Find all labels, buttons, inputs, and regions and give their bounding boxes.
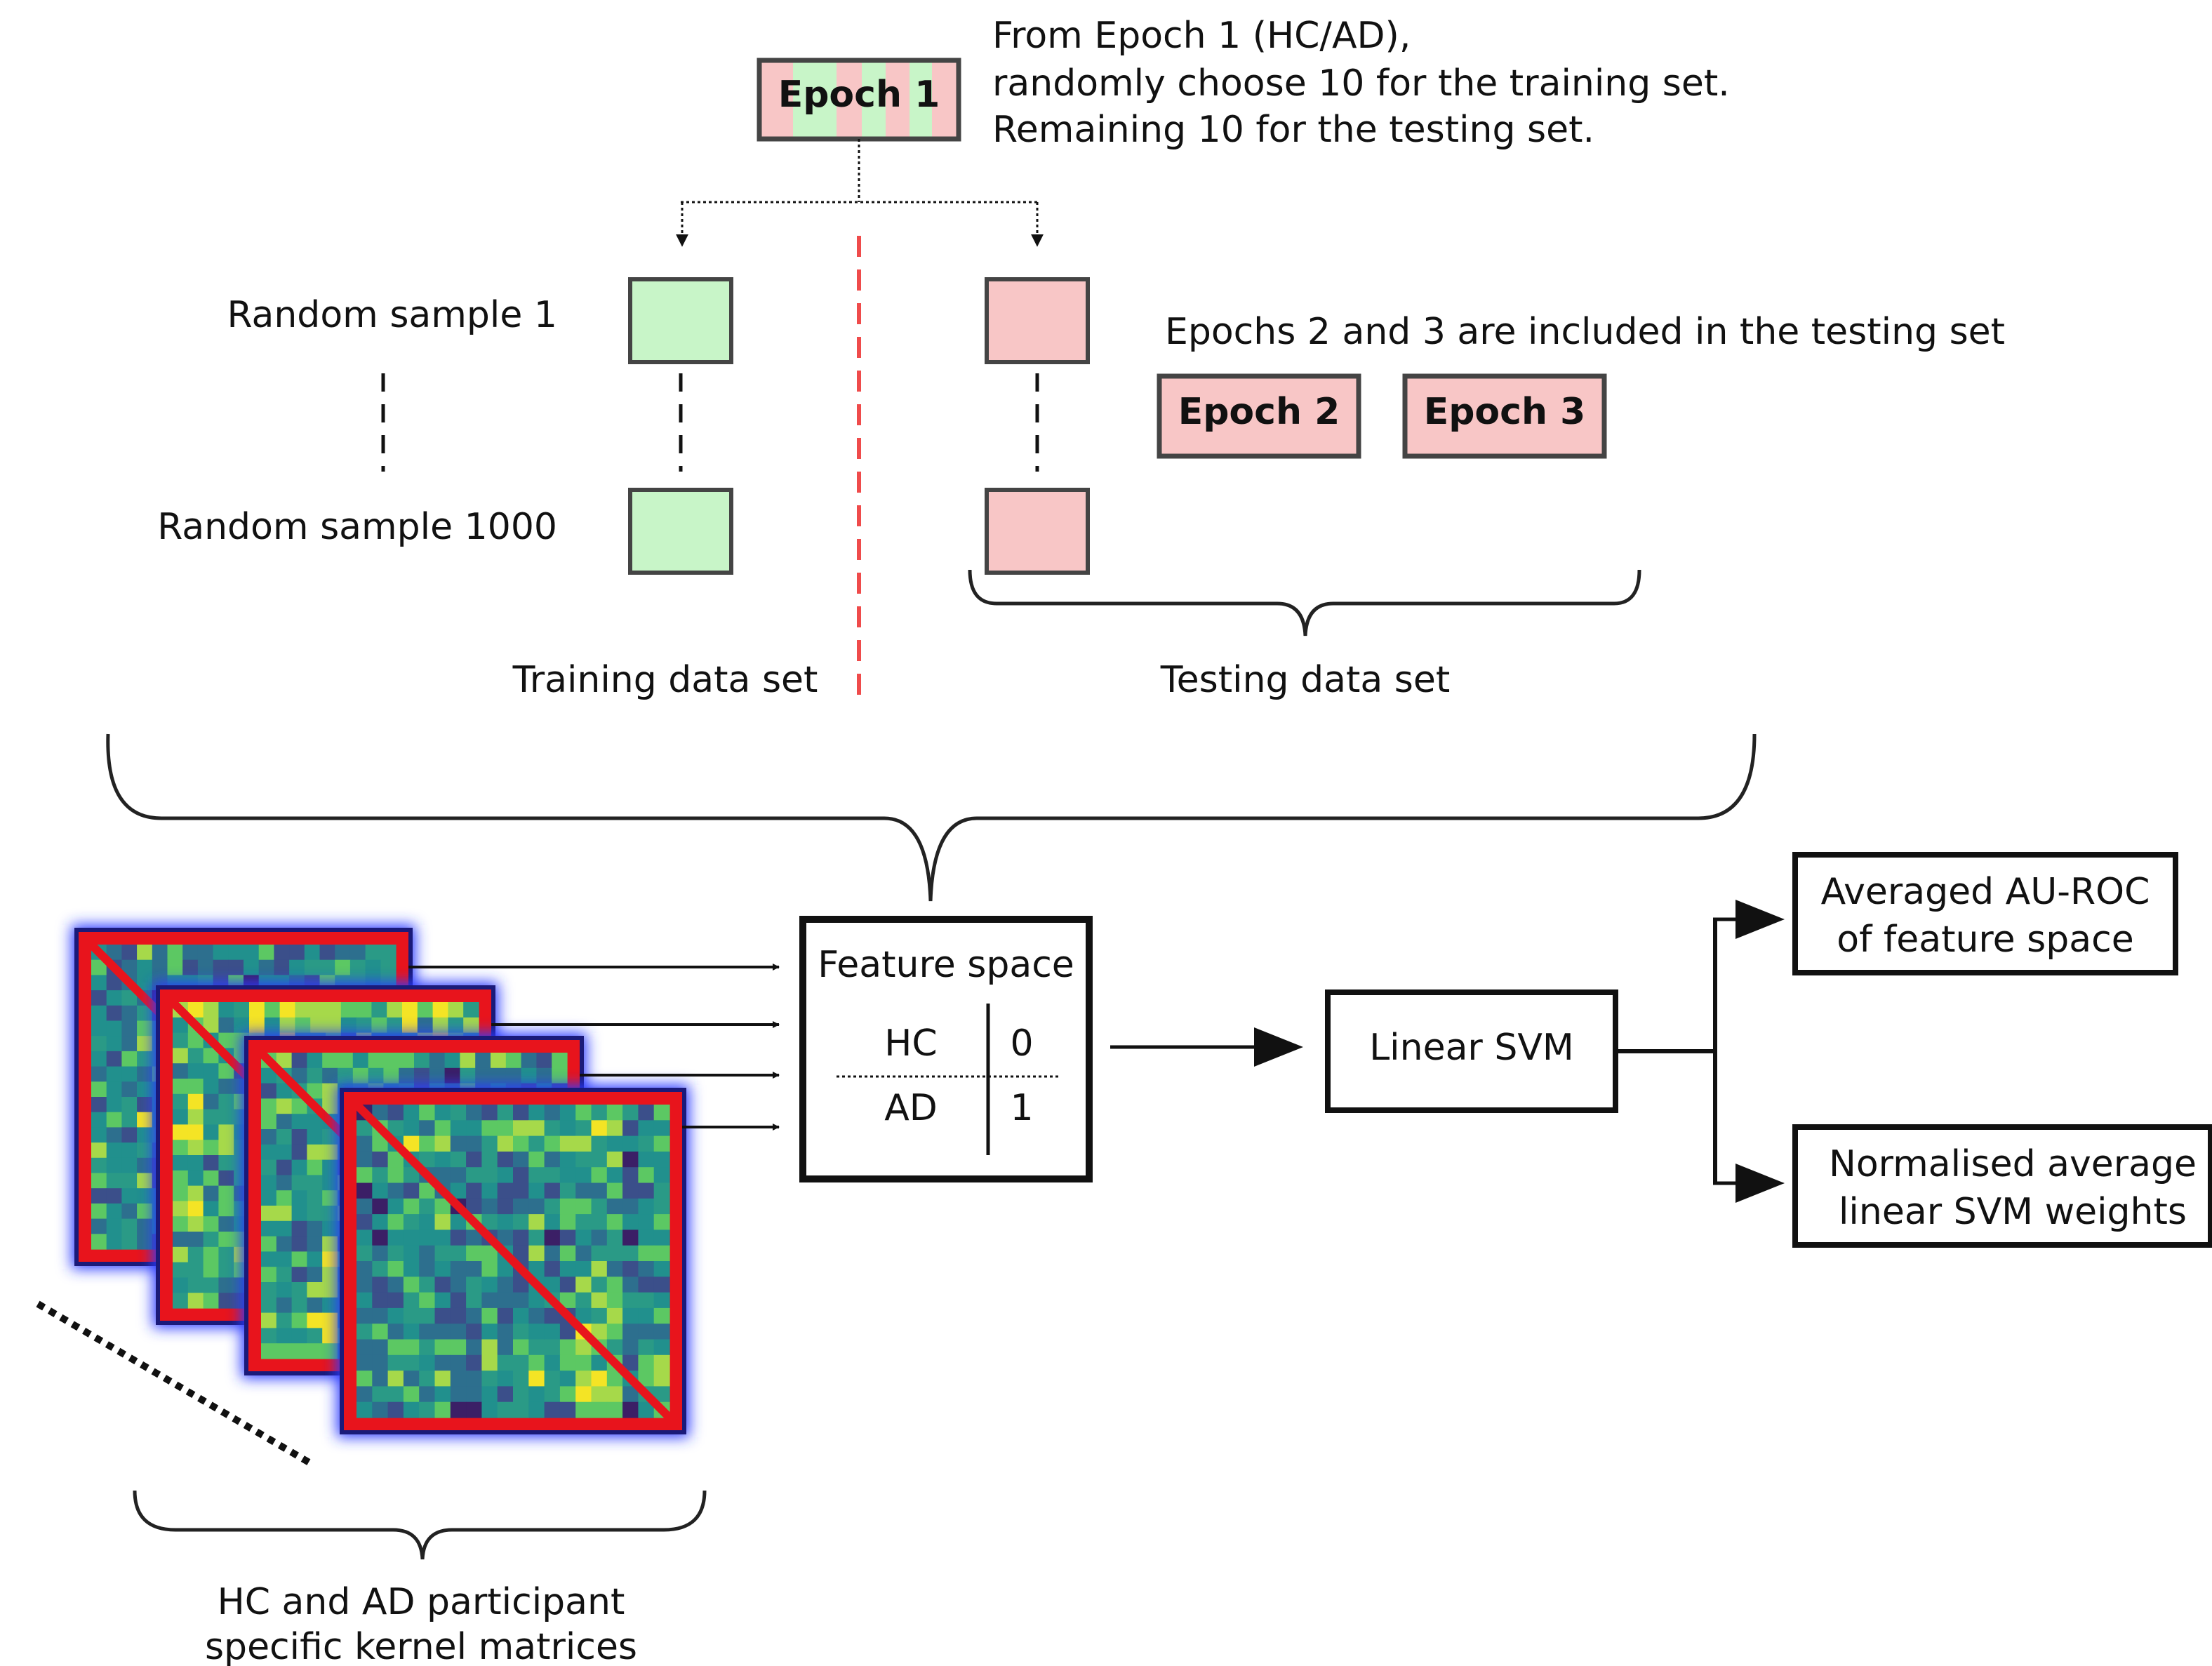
epoch1-note: From Epoch 1 (HC/AD), randomly choose 10…	[992, 15, 1730, 151]
training-box-1	[628, 277, 733, 364]
epoch1-box: Epoch 1	[757, 58, 961, 142]
combined-brace	[106, 733, 1757, 902]
weights-output-box: Normalised average linear SVM weights	[1792, 1124, 2212, 1248]
feature-row-ad-label: AD	[884, 1087, 938, 1129]
weights-line-2: linear SVM weights	[1839, 1191, 2187, 1233]
matrix-arrows	[408, 964, 780, 1131]
feature-space-title: Feature space	[818, 944, 1074, 986]
epoch1-note-line-1: From Epoch 1 (HC/AD),	[992, 15, 1411, 57]
kernel-matrix-stack	[72, 925, 689, 1437]
testing-note: Epochs 2 and 3 are included in the testi…	[1165, 311, 2005, 353]
weights-line-1: Normalised average	[1829, 1143, 2197, 1185]
epoch2-box: Epoch 2	[1157, 373, 1361, 459]
feature-row-hc-value: 0	[1010, 1022, 1033, 1065]
feature-row-ad-value: 1	[1010, 1087, 1033, 1129]
testing-brace	[968, 569, 1641, 637]
auroc-output-box: Averaged AU-ROC of feature space	[1792, 852, 2178, 975]
kernel-matrix-4	[337, 1085, 689, 1437]
training-set-label: Training data set	[512, 659, 818, 701]
feature-space-box: Feature space HC 0 AD 1	[799, 916, 1093, 1182]
feature-row-hc-label: HC	[884, 1022, 937, 1065]
kernels-brace	[133, 1490, 707, 1560]
epoch1-note-line-2: randomly choose 10 for the training set.	[992, 62, 1730, 105]
auroc-line-1: Averaged AU-ROC	[1821, 871, 2150, 913]
linear-svm-label: Linear SVM	[1369, 1027, 1574, 1069]
epoch1-note-line-3: Remaining 10 for the testing set.	[992, 109, 1594, 151]
auroc-line-2: of feature space	[1837, 919, 2133, 961]
testing-box-1	[985, 277, 1090, 364]
random-sample-last-label: Random sample 1000	[157, 506, 557, 548]
epoch2-label: Epoch 2	[1178, 391, 1340, 433]
svm-output-branch	[1615, 900, 1785, 1203]
testing-box-1000	[985, 488, 1090, 575]
kernel-matrix-diagonal	[345, 1093, 681, 1430]
kernels-caption-line-1: HC and AD participant	[218, 1581, 625, 1623]
epoch3-box: Epoch 3	[1402, 373, 1607, 459]
epoch1-label: Epoch 1	[778, 74, 940, 116]
kernels-caption-line-2: specific kernel matrices	[205, 1626, 637, 1666]
epoch1-stripes	[759, 60, 959, 139]
linear-svm-box: Linear SVM	[1325, 989, 1618, 1113]
testing-set-label: Testing data set	[1160, 659, 1450, 701]
epoch3-label: Epoch 3	[1424, 391, 1586, 433]
training-box-1000	[628, 488, 733, 575]
split-connector	[676, 139, 1044, 247]
random-sample-first-label: Random sample 1	[227, 294, 558, 336]
